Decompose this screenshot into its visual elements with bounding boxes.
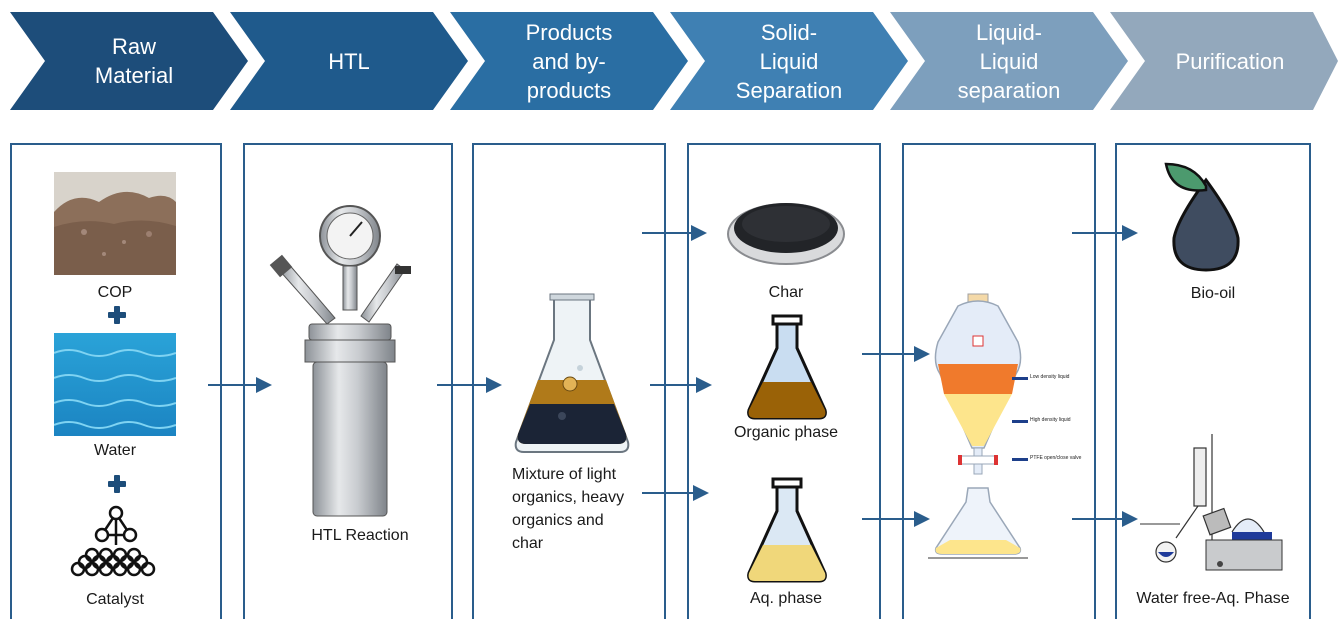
- step-label: Purification: [1175, 48, 1285, 74]
- funnel-arrow-icon: [1012, 420, 1028, 423]
- valve-label: PTFE open/close valve: [1030, 455, 1082, 461]
- catalyst-label: Catalyst: [86, 591, 144, 608]
- step-solid-liquid: Solid- Liquid Separation: [670, 12, 908, 110]
- separatory-funnel-image: [928, 293, 1028, 559]
- htl-reactor-image: [269, 205, 411, 517]
- water-free-label: Water free-Aq. Phase: [1136, 590, 1290, 607]
- water-label: Water: [93, 442, 137, 459]
- chevron-shape: [670, 12, 908, 110]
- step-label: Products and by- products: [525, 19, 613, 103]
- chevron-shape: [890, 12, 1128, 110]
- bio-oil-drop-icon: [1164, 162, 1240, 272]
- organic-phase-label: Organic phase: [733, 424, 839, 441]
- water-image: [54, 333, 176, 436]
- step-label: HTL: [328, 48, 370, 74]
- chevron-shape: [450, 12, 688, 110]
- cop-sample-image: [54, 172, 176, 275]
- step-htl: HTL: [230, 12, 468, 110]
- step-purification: Purification: [1110, 12, 1338, 110]
- chevron-shape: [1110, 12, 1338, 110]
- step-label: Solid- Liquid Separation: [735, 19, 843, 103]
- mixture-label: Mixture of light organics, heavy organic…: [512, 466, 625, 552]
- funnel-arrow-icon: [1012, 377, 1028, 380]
- funnel-arrow-icon: [1012, 458, 1028, 461]
- step-products: Products and by- products: [450, 12, 688, 110]
- organic-phase-flask-icon: [747, 314, 827, 420]
- char-label: Char: [768, 284, 804, 301]
- plus-icon: [108, 306, 126, 324]
- catalyst-icon: [70, 505, 156, 577]
- char-dish-image: [727, 203, 845, 265]
- rotary-evaporator-image: [1140, 434, 1283, 571]
- plus-icon: [108, 475, 126, 493]
- step-raw-material: Raw Material: [10, 12, 248, 110]
- step-label: Raw Material: [94, 34, 174, 88]
- step-liquid-liquid: Liquid- Liquid separation: [890, 12, 1128, 110]
- aqueous-phase-flask-icon: [747, 477, 827, 583]
- product-mixture-flask-image: [514, 293, 630, 453]
- high-density-label: High density liquid: [1030, 417, 1071, 423]
- htl-reaction-label: HTL Reaction: [311, 527, 409, 544]
- bio-oil-label: Bio-oil: [1190, 285, 1236, 302]
- cop-label: COP: [97, 284, 133, 301]
- chevron-shape: [230, 12, 468, 110]
- chevron-shape: [10, 12, 248, 110]
- aqueous-phase-label: Aq. phase: [749, 590, 823, 607]
- low-density-label: Low density liquid: [1030, 374, 1070, 380]
- step-label: Liquid- Liquid separation: [957, 19, 1061, 103]
